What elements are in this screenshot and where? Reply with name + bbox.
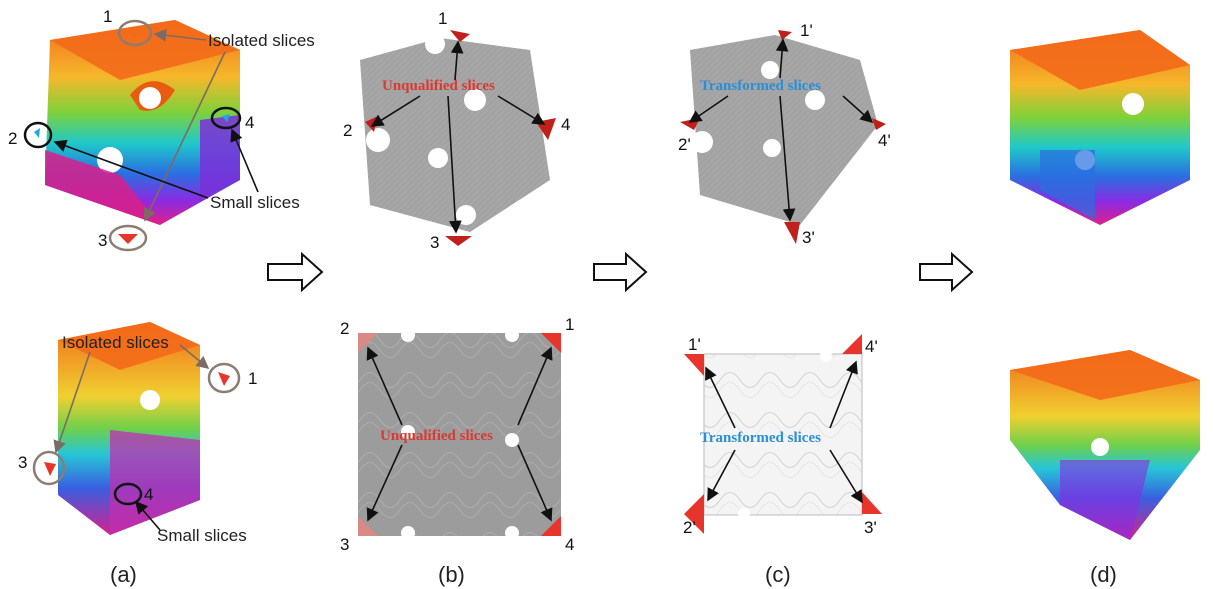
hole bbox=[139, 87, 161, 109]
circle-marker-3 bbox=[108, 224, 148, 252]
circle-marker-3-bottom bbox=[32, 450, 66, 486]
panel-b-bottom-model bbox=[358, 328, 561, 540]
panel-c-bottom-model bbox=[684, 334, 882, 534]
label-4p-bottom: 4' bbox=[865, 337, 878, 356]
unqualified-slices-label-bottom: Unqualified slices bbox=[380, 428, 493, 444]
label-1: 1 bbox=[103, 7, 112, 26]
label-1-bottom: 1 bbox=[248, 369, 257, 388]
panel-a-bottom-annotations: 1 3 4 Isolated slices Small slices bbox=[18, 333, 257, 545]
panel-a-bottom-model bbox=[58, 322, 200, 535]
isolated-slices-label-bottom: Isolated slices bbox=[62, 333, 169, 352]
panel-d-bottom-model bbox=[1010, 350, 1200, 540]
flow-arrow-1 bbox=[267, 251, 324, 293]
small-slices-label: Small slices bbox=[210, 193, 300, 212]
caption-a: (a) bbox=[110, 562, 137, 587]
caption-b: (b) bbox=[438, 562, 465, 587]
panel-c-top-annotations: 1' 2' 3' 4' Transformed slices bbox=[678, 21, 891, 247]
caption-c: (c) bbox=[765, 562, 791, 587]
slice-4 bbox=[541, 516, 561, 536]
transformed-slices-label-bottom: Transformed slices bbox=[700, 430, 821, 446]
caption-d: (d) bbox=[1090, 562, 1117, 587]
panel-a-top-model bbox=[45, 20, 240, 225]
label-2p: 2' bbox=[678, 135, 691, 154]
label-4: 4 bbox=[565, 535, 574, 554]
isolated-slices-label: Isolated slices bbox=[208, 31, 315, 50]
label-3p: 3' bbox=[802, 228, 815, 247]
label-4-bottom: 4 bbox=[144, 485, 153, 504]
label-1: 1 bbox=[438, 9, 447, 28]
label-1p-bottom: 1' bbox=[688, 335, 701, 354]
circle-marker-1 bbox=[117, 19, 153, 47]
circle-marker-4 bbox=[210, 106, 242, 130]
label-4: 4 bbox=[245, 113, 254, 132]
slice-2 bbox=[358, 333, 378, 353]
panel-d-top-model bbox=[1010, 30, 1190, 225]
circle-marker-4-bottom bbox=[113, 482, 143, 506]
slice-3 bbox=[358, 516, 378, 536]
circle-marker-1-bottom bbox=[207, 362, 241, 394]
label-3: 3 bbox=[340, 535, 349, 554]
unqualified-slices-label: Unqualified slices bbox=[382, 78, 495, 94]
label-2p-bottom: 2' bbox=[683, 518, 696, 537]
slice-3 bbox=[445, 236, 472, 246]
label-3p-bottom: 3' bbox=[864, 518, 877, 537]
label-3: 3 bbox=[98, 231, 107, 250]
label-2: 2 bbox=[340, 319, 349, 338]
label-3-bottom: 3 bbox=[18, 453, 27, 472]
label-2: 2 bbox=[343, 121, 352, 140]
transformed-slices-label: Transformed slices bbox=[700, 78, 821, 94]
label-4p: 4' bbox=[878, 131, 891, 150]
panel-c-bottom-annotations: 1' 4' 2' 3' Transformed slices bbox=[683, 335, 878, 537]
panel-b-bottom-annotations: 1 2 3 4 Unqualified slices bbox=[340, 315, 574, 554]
circle-marker-2 bbox=[23, 121, 53, 149]
flow-arrow-2 bbox=[593, 251, 648, 293]
slice-1 bbox=[450, 30, 470, 42]
flow-arrow-3 bbox=[919, 251, 974, 293]
label-4: 4 bbox=[561, 115, 570, 134]
label-1p: 1' bbox=[800, 21, 813, 40]
label-2: 2 bbox=[8, 129, 17, 148]
panel-b-top-annotations: 1 2 3 4 Unqualified slices bbox=[343, 9, 570, 252]
small-slices-label-bottom: Small slices bbox=[157, 526, 247, 545]
label-3: 3 bbox=[430, 233, 439, 252]
panel-c-top-model bbox=[690, 35, 878, 225]
panel-b-top-model bbox=[360, 34, 550, 232]
slice-1 bbox=[541, 333, 561, 353]
label-1: 1 bbox=[565, 315, 574, 334]
panel-a-top-annotations: 1 2 3 4 Isolated slices Small slices bbox=[8, 7, 315, 252]
